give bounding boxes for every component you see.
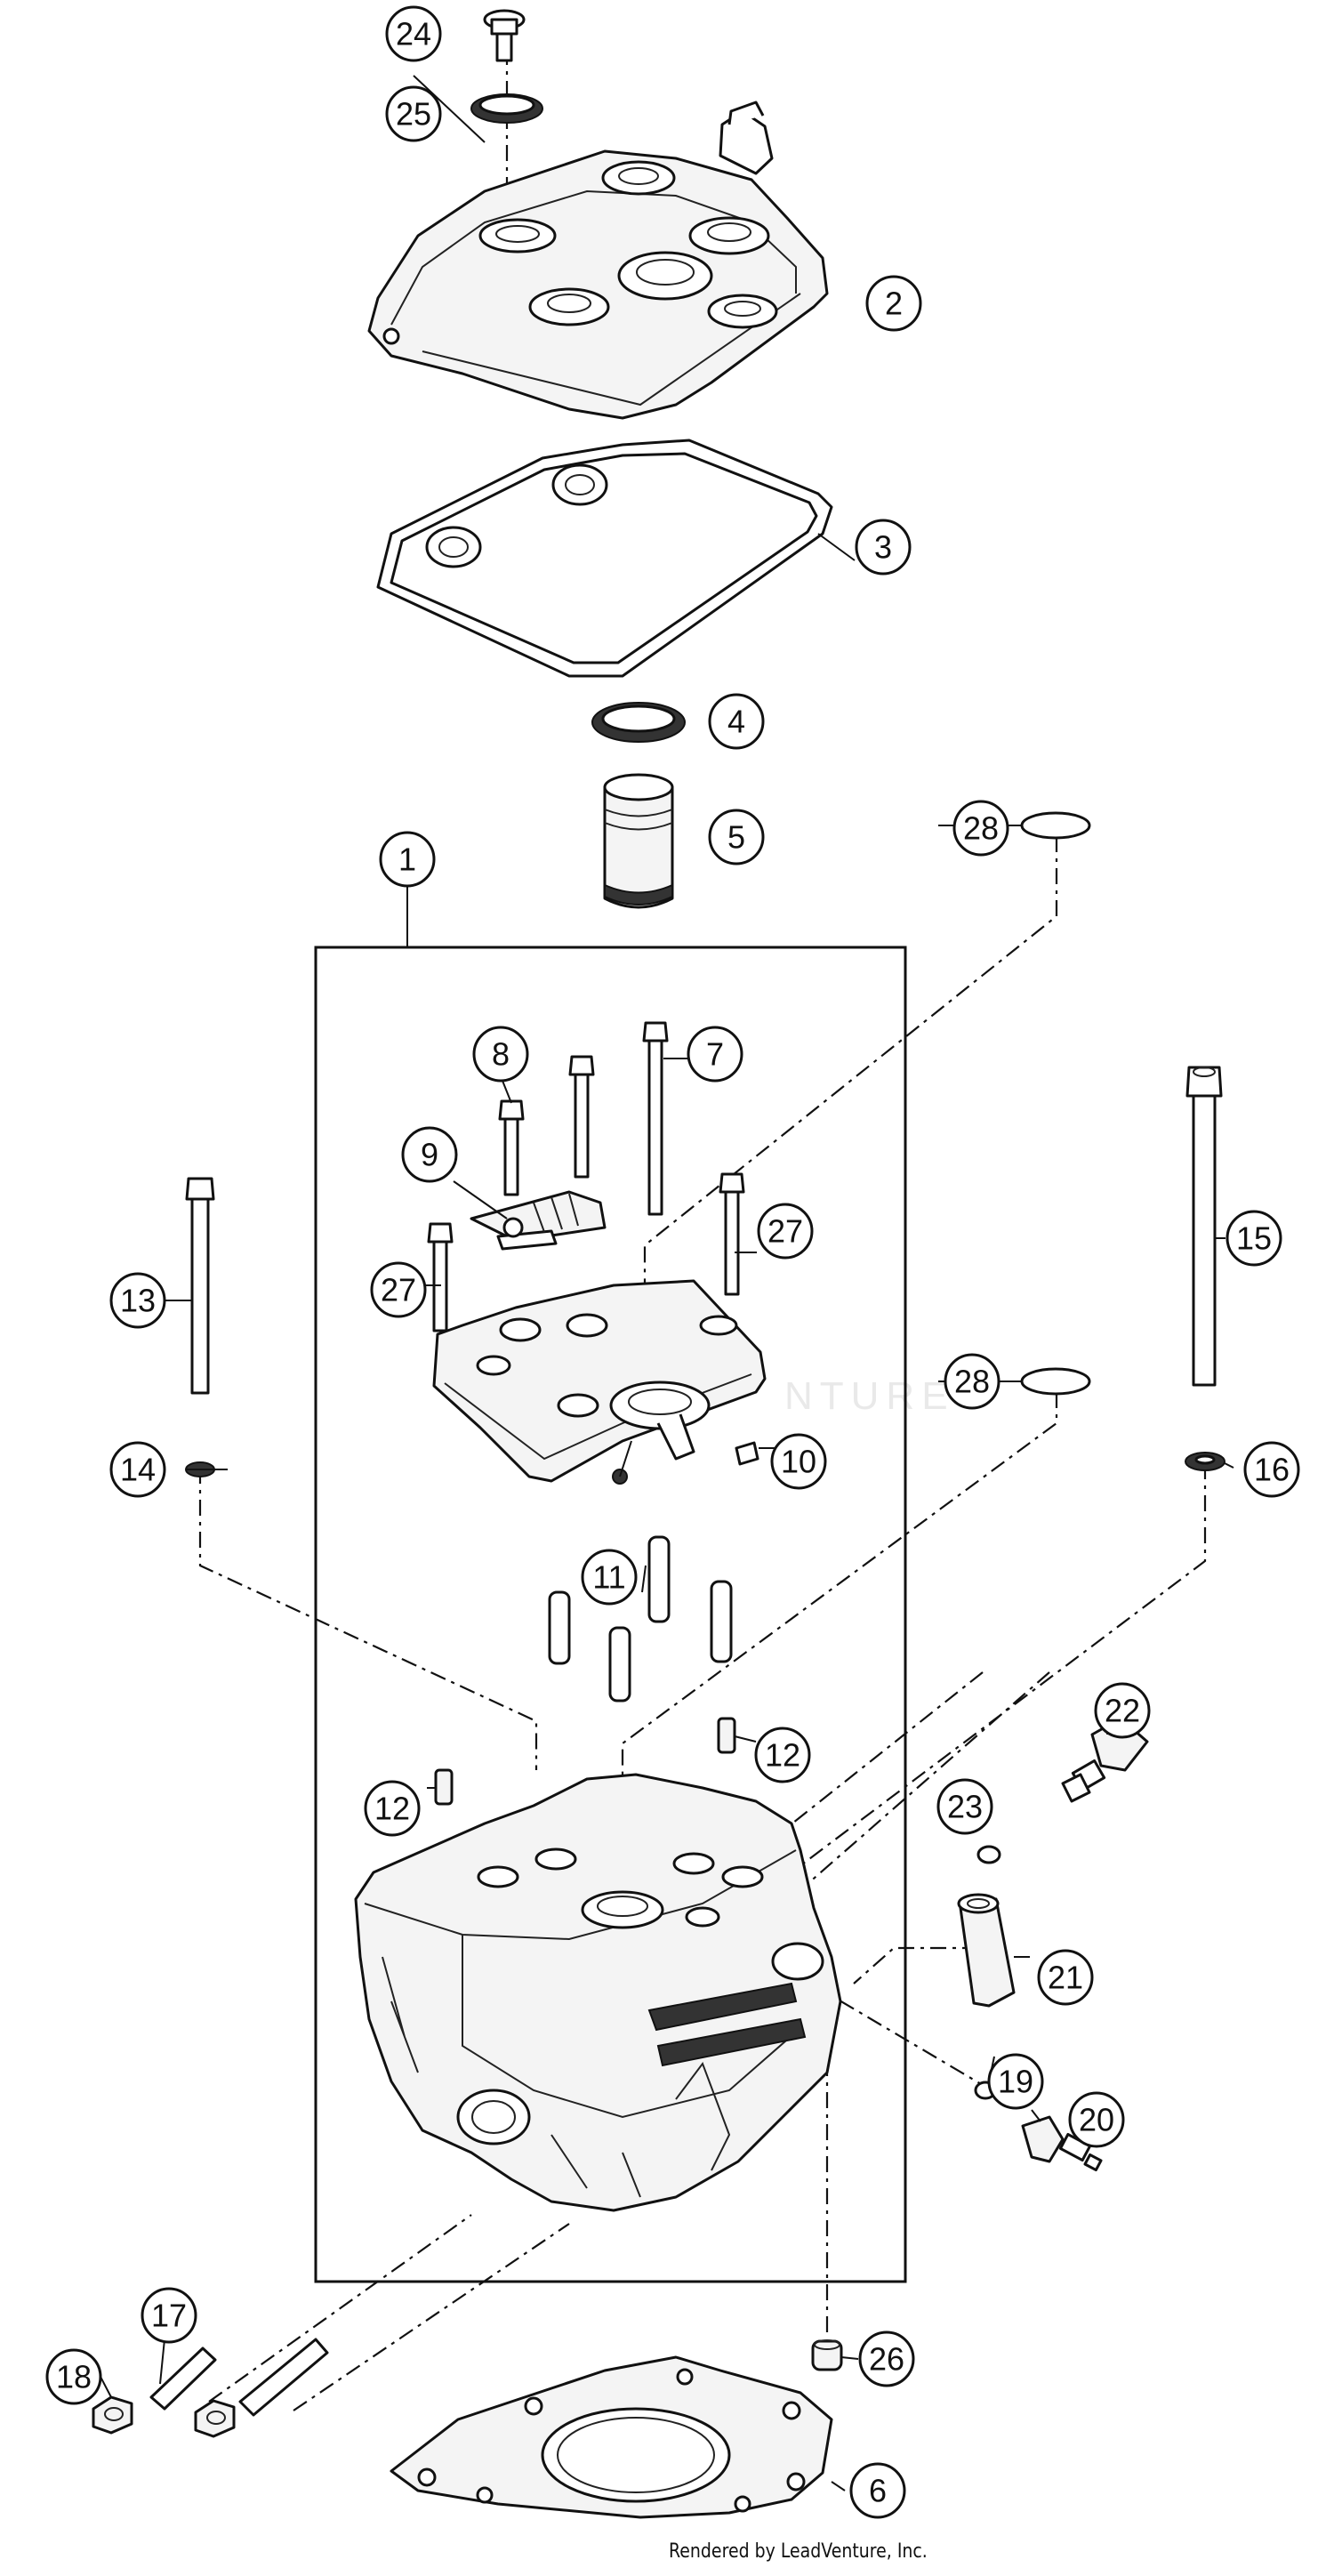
callout-10: 10	[770, 1433, 827, 1490]
callout-15: 15	[1226, 1210, 1282, 1267]
callout-28-lower: 28	[944, 1353, 1000, 1410]
svg-text:8: 8	[492, 1036, 510, 1073]
cylinder-head-body	[354, 1773, 842, 2212]
callout-18: 18	[45, 2348, 102, 2405]
part-26-plug	[811, 2339, 843, 2371]
callout-2: 2	[865, 275, 922, 332]
svg-text:10: 10	[781, 1444, 816, 1480]
camshaft-carrier	[432, 1279, 767, 1485]
watermark-text: NTURE	[784, 1374, 955, 1418]
svg-text:7: 7	[706, 1036, 724, 1073]
callout-25: 25	[385, 85, 442, 142]
callout-16: 16	[1243, 1441, 1300, 1498]
svg-text:11: 11	[592, 1559, 625, 1596]
callout-4: 4	[708, 693, 765, 750]
svg-text:27: 27	[381, 1272, 416, 1308]
callout-28-upper: 28	[952, 800, 1009, 857]
callout-27-right: 27	[757, 1203, 814, 1260]
part-8-bolts	[498, 1055, 595, 1196]
part-23-seal-ring	[976, 1845, 1001, 1864]
part-3-gasket	[376, 439, 833, 678]
callout-9: 9	[401, 1126, 458, 1183]
svg-text:17: 17	[151, 2298, 187, 2334]
callout-26: 26	[858, 2330, 915, 2387]
svg-text:2: 2	[885, 286, 903, 322]
svg-text:13: 13	[120, 1283, 156, 1319]
callout-22: 22	[1094, 1682, 1151, 1739]
part-17-studs	[149, 2338, 329, 2417]
part-15-bolt	[1185, 1066, 1223, 1387]
assembly-box	[314, 946, 907, 2283]
part-24-screw	[483, 9, 526, 62]
svg-text:3: 3	[874, 529, 892, 566]
rendered-by-footer: Rendered by LeadVenture, Inc.	[669, 2540, 928, 2563]
callout-20: 20	[1068, 2091, 1125, 2148]
svg-text:22: 22	[1105, 1693, 1140, 1729]
svg-text:12: 12	[765, 1737, 800, 1774]
callout-5: 5	[708, 809, 765, 865]
part-4-o-ring	[591, 702, 686, 743]
svg-text:24: 24	[396, 16, 431, 52]
part-13-bolt	[185, 1177, 215, 1395]
svg-text:15: 15	[1236, 1220, 1272, 1257]
svg-text:27: 27	[767, 1213, 803, 1250]
callout-6: 6	[849, 2462, 906, 2519]
svg-text:25: 25	[396, 96, 431, 133]
part-28-o-ring-lower	[1020, 1367, 1091, 1396]
callout-23: 23	[936, 1778, 993, 1835]
part-6-head-gasket	[390, 2355, 833, 2519]
part-9-chain-guide	[470, 1190, 607, 1251]
part-12-dowel-pins	[434, 1717, 736, 1806]
part-11-valve-guides	[548, 1535, 733, 1703]
svg-text:4: 4	[727, 704, 745, 740]
part-7-bolt	[642, 1021, 669, 1216]
svg-text:21: 21	[1048, 1960, 1083, 1996]
svg-text:23: 23	[947, 1789, 983, 1825]
svg-text:26: 26	[869, 2341, 904, 2378]
part-18-flange-nuts	[92, 2395, 236, 2438]
svg-text:9: 9	[421, 1137, 438, 1173]
svg-text:6: 6	[869, 2473, 887, 2509]
callout-12-left: 12	[364, 1780, 421, 1837]
part-5-sleeve	[603, 773, 674, 909]
svg-text:19: 19	[998, 2064, 1033, 2100]
callout-13: 13	[109, 1272, 166, 1329]
callout-27-left: 27	[370, 1261, 427, 1318]
part-16-washer	[1185, 1452, 1226, 1471]
callout-12-right: 12	[754, 1727, 811, 1783]
svg-text:20: 20	[1079, 2102, 1114, 2138]
part-10-screw	[735, 1441, 759, 1466]
callout-8: 8	[472, 1026, 529, 1083]
part-25-washer	[470, 93, 543, 124]
callout-19: 19	[987, 2053, 1044, 2110]
part-2-valve-cover	[367, 101, 829, 420]
svg-text:28: 28	[954, 1364, 990, 1400]
svg-text:18: 18	[56, 2359, 92, 2395]
callout-3: 3	[855, 519, 912, 576]
callout-14: 14	[109, 1441, 166, 1498]
callout-11: 11	[581, 1549, 638, 1606]
svg-text:5: 5	[727, 819, 745, 856]
callout-21: 21	[1037, 1949, 1094, 2006]
part-20-sensor	[1021, 2115, 1103, 2172]
callout-17: 17	[141, 2287, 197, 2344]
svg-text:12: 12	[374, 1791, 410, 1827]
callout-24: 24	[385, 5, 442, 62]
part-28-o-ring-upper	[1020, 811, 1091, 840]
callout-1: 1	[379, 831, 436, 888]
svg-text:16: 16	[1254, 1452, 1290, 1488]
svg-text:28: 28	[963, 810, 999, 847]
callout-7: 7	[687, 1026, 743, 1083]
part-21-sleeve	[957, 1893, 1016, 2008]
svg-text:1: 1	[398, 841, 416, 878]
svg-text:14: 14	[120, 1452, 156, 1488]
